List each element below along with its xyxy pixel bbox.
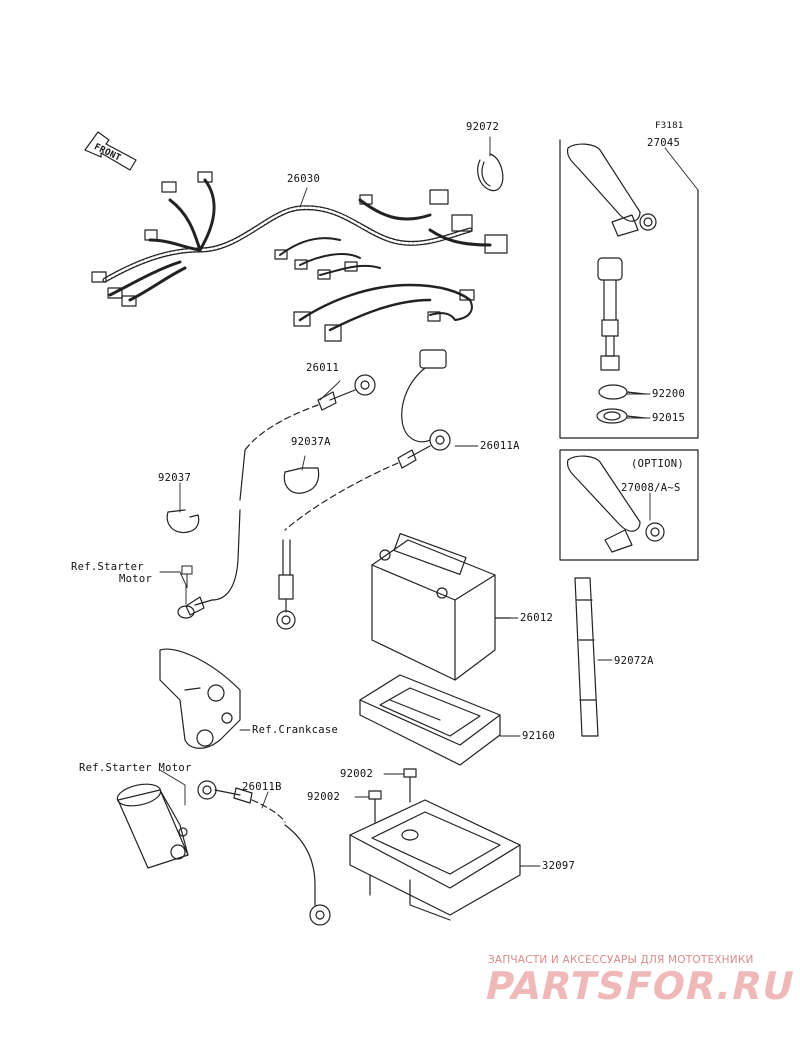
leader-lines [159, 136, 699, 867]
ignition-switch-box [559, 139, 699, 439]
battery [371, 532, 511, 681]
clamp-92037A [283, 467, 320, 494]
part-26030: 26030 [287, 173, 321, 185]
ref-starter-motor-line1: Ref.Starter [71, 561, 144, 573]
ref-starter-motor-line2: Motor [119, 573, 153, 585]
front-arrow-icon [84, 131, 137, 171]
part-26011: 26011 [306, 362, 340, 374]
part-26011A: 26011A [480, 440, 520, 452]
watermark-logo: PARTSFOR.RU [481, 964, 800, 1008]
cable-26011B [197, 780, 331, 926]
part-32097: 32097 [542, 860, 576, 872]
clamp-92037 [166, 509, 200, 534]
watermark-tagline: ЗАПЧАСТИ И АКСЕССУАРЫ ДЛЯ МОТОТЕХНИКИ [488, 954, 754, 966]
part-92002-upper: 92002 [340, 768, 374, 780]
option-note: (OPTION) [631, 458, 684, 470]
cable-26011A [276, 349, 451, 630]
part-92002-lower: 92002 [307, 791, 341, 803]
battery-strap [574, 577, 599, 737]
clamp-92072 [477, 153, 504, 192]
part-92037A: 92037A [291, 436, 331, 448]
figure-code: F3181 [655, 121, 684, 131]
part-92160: 92160 [522, 730, 556, 742]
part-27045: 27045 [647, 137, 681, 149]
option-switch-box [559, 449, 699, 561]
starter-motor [116, 783, 189, 869]
crankcase-bracket [159, 648, 241, 749]
ref-crankcase: Ref.Crankcase [252, 724, 339, 736]
part-92200: 92200 [652, 388, 686, 400]
wiring-harness [91, 171, 508, 342]
part-92072A: 92072A [614, 655, 654, 667]
battery-tray [359, 674, 501, 766]
battery-case [349, 799, 521, 921]
part-26011B: 26011B [242, 781, 282, 793]
part-92015: 92015 [652, 412, 686, 424]
part-26012: 26012 [520, 612, 554, 624]
part-92072: 92072 [466, 121, 500, 133]
bolts-92002 [368, 768, 417, 823]
part-27008: 27008/A~S [621, 482, 681, 494]
screw-icon [181, 565, 193, 588]
cable-26011 [177, 374, 376, 619]
part-92037: 92037 [158, 472, 192, 484]
ref-starter-motor-2: Ref.Starter Motor [79, 762, 192, 774]
